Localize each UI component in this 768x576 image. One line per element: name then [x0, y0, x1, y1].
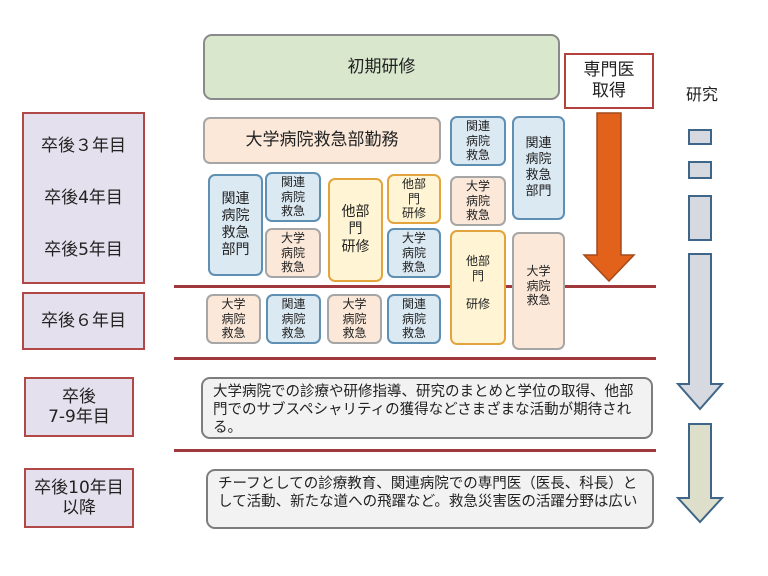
year-10: 卒後10年目 以降 [34, 477, 124, 518]
tabumon-kenshu-tall-box: 他部 門 研修 [450, 230, 506, 345]
daigaku-kyukyu-box: 大学 病院 救急 [327, 294, 382, 344]
research-label: 研究 [685, 85, 718, 105]
daigaku-kyukyu-tall-box: 大学 病院 救急 [512, 232, 565, 350]
research-block-small [688, 161, 712, 179]
kanren-kyukyu-box: 関連 病院 救急 [266, 294, 321, 344]
year-7-9: 卒後 7-9年目 [48, 386, 110, 427]
year-6: 卒後６年目 [41, 310, 126, 331]
research-arrow [675, 253, 725, 411]
tabumon-kenshu-box: 他部 門 研修 [328, 178, 383, 282]
year-5: 卒後5年目 [44, 239, 123, 260]
description-7-9: 大学病院での診療や研修指導、研究のまとめと学位の取得、他部門でのサブスペシャリテ… [201, 377, 653, 439]
year-4: 卒後4年目 [44, 187, 123, 208]
kanren-kyukyu-box: 関連 病院 救急 [450, 116, 506, 166]
specialist-label: 専門医 取得 [564, 53, 654, 109]
daigaku-kyukyu-box: 大学 病院 救急 [265, 228, 321, 278]
kanren-kyukyu-bumon-box: 関連 病院 救急 部門 [208, 174, 263, 276]
divider-line [174, 357, 656, 360]
year-label-6: 卒後６年目 [22, 292, 145, 350]
research-arrow-late [675, 423, 725, 524]
divider-line [174, 449, 656, 452]
tabumon-label: 他部 門 [465, 254, 490, 283]
specialist-arrow [582, 112, 636, 283]
daigaku-kyukyu-box: 大学 病院 救急 [387, 228, 441, 278]
univ-er-duty-box: 大学病院救急部勤務 [203, 117, 441, 164]
research-block-small [688, 129, 712, 145]
tabumon-kenshu-box: 他部 門 研修 [387, 174, 441, 224]
year-label-3-5: 卒後３年目 卒後4年目 卒後5年目 [22, 112, 145, 284]
research-block-medium [688, 195, 712, 241]
description-10: チーフとしての診療教育、関連病院での専門医（医長、科長）として活動、新たな道への… [206, 469, 654, 529]
year-label-10: 卒後10年目 以降 [24, 468, 134, 528]
daigaku-kyukyu-box: 大学 病院 救急 [450, 176, 506, 226]
kanren-kyukyu-box: 関連 病院 救急 [265, 172, 321, 222]
kanren-kyukyu-box: 関連 病院 救急 [387, 294, 441, 344]
year-3: 卒後３年目 [41, 135, 126, 156]
year-label-7-9: 卒後 7-9年目 [24, 377, 134, 437]
daigaku-kyukyu-box: 大学 病院 救急 [206, 294, 261, 344]
initial-training-box: 初期研修 [203, 34, 560, 100]
kanren-kyukyu-bumon-box: 関連 病院 救急 部門 [512, 116, 565, 220]
kenshu-label: 研修 [465, 297, 490, 312]
divider-line [174, 285, 656, 288]
